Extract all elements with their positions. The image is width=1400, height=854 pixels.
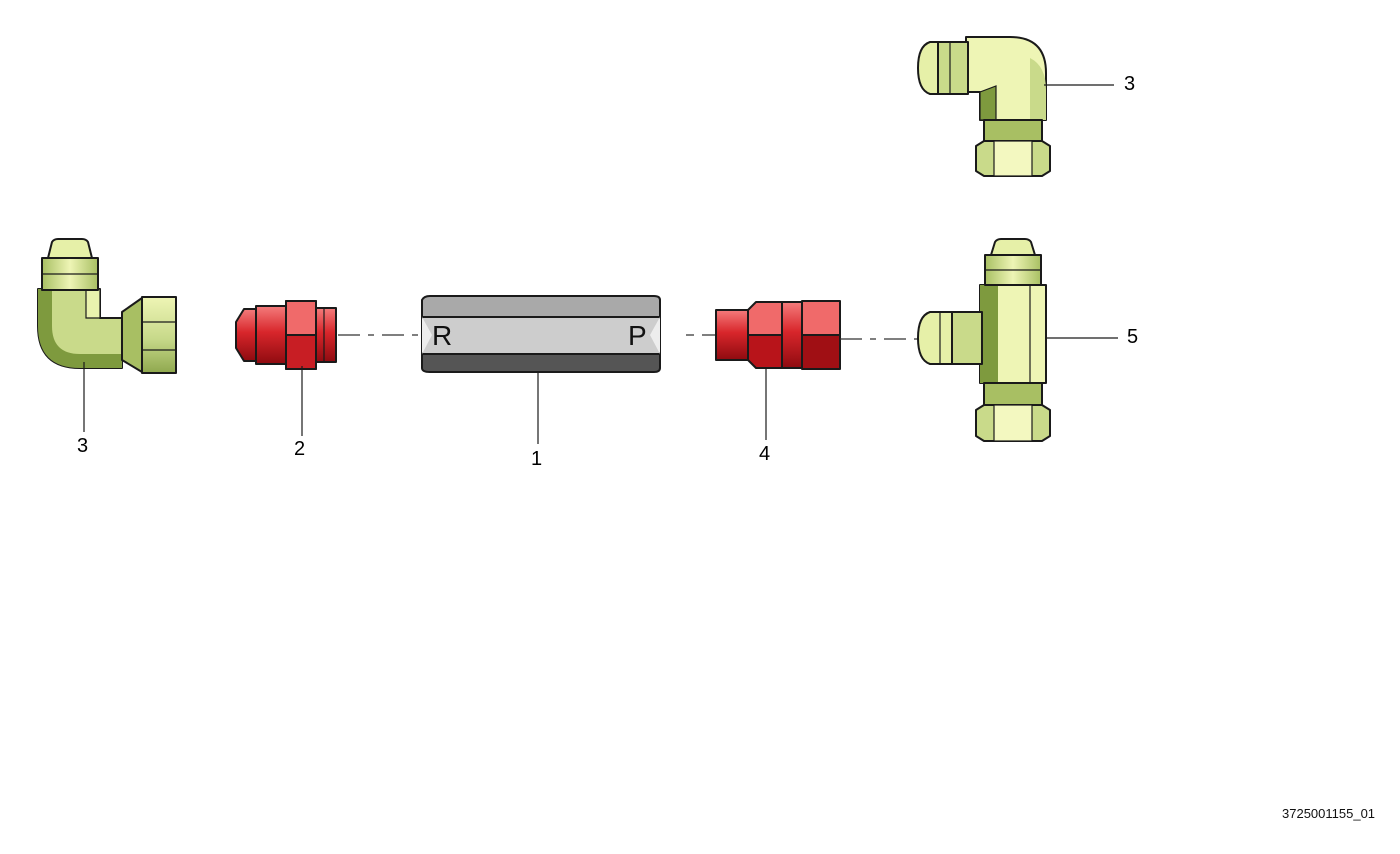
valve-body: R P (421, 295, 661, 444)
callout-3-left: 3 (77, 435, 88, 457)
callout-4: 4 (759, 443, 770, 465)
elbow-fitting-left (37, 238, 177, 432)
valve-port-label-p: P (628, 320, 647, 351)
red-adapter-fitting (235, 300, 337, 436)
red-union-fitting (715, 300, 841, 440)
document-id: 3725001155_01 (1282, 806, 1375, 821)
tee-fitting (917, 238, 1118, 442)
elbow-fitting-top (917, 36, 1114, 177)
callout-1: 1 (531, 448, 542, 470)
callout-3-top: 3 (1124, 73, 1135, 95)
valve-port-label-r: R (432, 320, 452, 351)
callout-5: 5 (1127, 326, 1138, 348)
callout-2: 2 (294, 438, 305, 460)
